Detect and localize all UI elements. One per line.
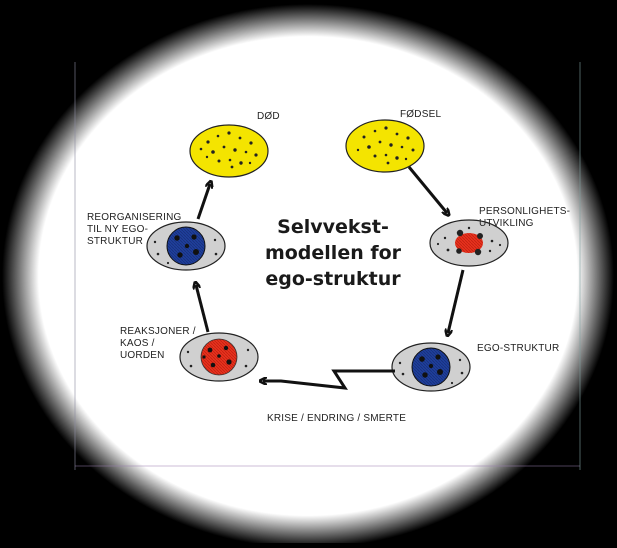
node-death [189, 124, 269, 178]
title-line-2: modellen for [264, 242, 402, 264]
label-reactions: REAKSJONER / KAOS / UORDEN [120, 326, 196, 361]
node-birth [345, 119, 425, 173]
arrow-ego-to-reactions-lightning [263, 369, 395, 390]
arrow-birth-to-personality [407, 166, 447, 213]
title-line-1: Selvvekst- [277, 216, 389, 238]
diagram-title: Selvvekst- modellen for ego-struktur [253, 214, 413, 292]
arrow-reactions-to-reorganizing [196, 285, 210, 333]
arrow-personality-to-ego [448, 269, 465, 333]
label-personality: PERSONLIGHETS- UTVIKLING [479, 206, 571, 229]
node-ego [391, 342, 471, 392]
label-ego: EGO-STRUKTUR [477, 343, 560, 354]
arrow-reorganizing-to-death [196, 184, 210, 220]
node-reorganizing [146, 221, 226, 271]
label-birth: FØDSEL [400, 109, 442, 120]
label-crisis: KRISE / ENDRING / SMERTE [267, 413, 407, 424]
node-reactions [179, 332, 259, 382]
title-line-3: ego-struktur [265, 268, 401, 290]
label-death: DØD [257, 111, 280, 122]
label-reorganizing: REORGANISERING TIL NY EGO- STRUKTUR [87, 212, 182, 247]
node-personality [429, 219, 509, 267]
page-vignette [2, 4, 614, 548]
